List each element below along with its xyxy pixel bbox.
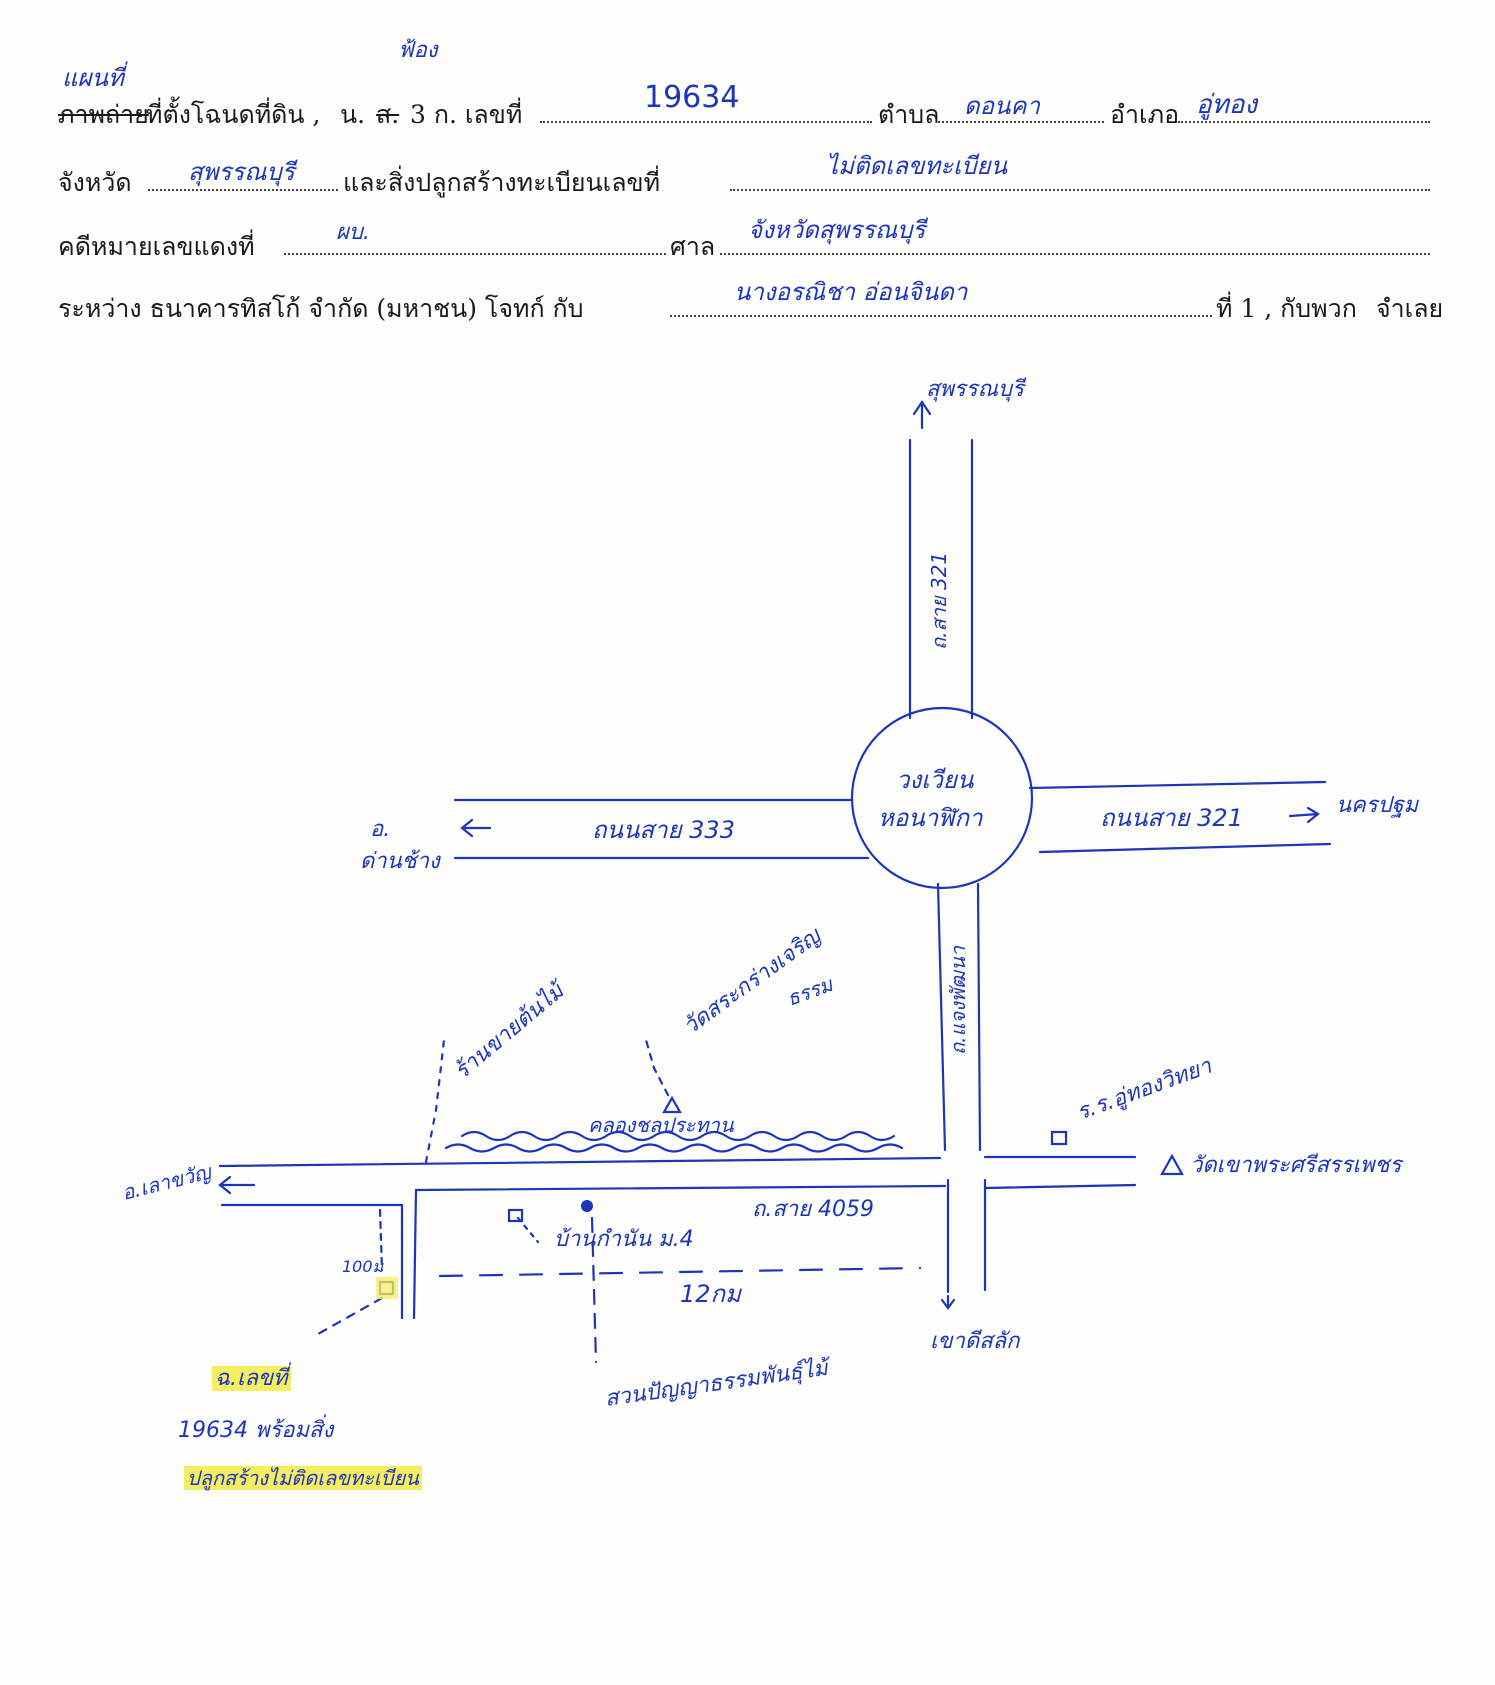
deed-annotation-text1: ฉ.เลขที่ <box>212 1366 291 1391</box>
hw-map-word: แผนที่ <box>62 64 124 92</box>
case-no-line <box>284 253 666 255</box>
canal-line-1 <box>460 1130 896 1142</box>
arrow-south-icon <box>940 1294 956 1310</box>
label-province: จังหวัด <box>58 168 132 197</box>
doc-type-b: 3 ก. เลขที่ <box>410 100 523 129</box>
doc-type-struck: ส. <box>376 100 400 129</box>
deed-annotation-text3: ปลูกสร้างไม่ติดเลขทะเบียน <box>184 1466 422 1490</box>
canal-line-2 <box>444 1143 904 1153</box>
nursery-label: สวนปัญญาธรรมพันธุ์ไม้ <box>603 1354 833 1412</box>
title-strikethrough: ภาพถ่าย <box>58 100 149 129</box>
west-low-destination-label: อ.เลาขวัญ <box>119 1159 215 1205</box>
temple-east-icon <box>1160 1153 1184 1176</box>
district-line <box>1178 121 1430 123</box>
hw-deed-number: 19634 <box>644 80 740 115</box>
hw-defendant: นางอรณิชา อ่อนจินดา <box>734 278 968 306</box>
roundabout-circle <box>850 706 1034 890</box>
roundabout-label-line1: วงเวียน <box>896 766 974 794</box>
label-building-reg: และสิ่งปลูกสร้างทะเบียนเลขที่ <box>343 168 661 197</box>
province-line <box>148 189 338 191</box>
location-pin-icon <box>581 1200 593 1212</box>
arrow-west-icon <box>460 818 492 838</box>
road-4059-south-edge <box>414 1184 947 1192</box>
hw-subdistrict: ดอนคา <box>964 92 1040 120</box>
label-case-no: คดีหมายเลขแดงที่ <box>58 232 255 261</box>
deed-leader-line <box>316 1296 384 1336</box>
headman-house-icon <box>507 1208 524 1223</box>
temple-north-icon <box>662 1095 682 1114</box>
court-line <box>720 253 1430 255</box>
temple-leader-line <box>644 1038 670 1097</box>
label-defendant: จำเลย <box>1376 294 1444 323</box>
title-text: ที่ตั้งโฉนดที่ดิน , <box>146 100 321 129</box>
south-road-label: ถ.แจงพัฒนา <box>946 945 970 1055</box>
west-destination-label-line2: ด่านช้าง <box>360 849 442 874</box>
arrow-west-low-icon <box>218 1175 256 1195</box>
hw-district: อู่ทอง <box>1196 90 1258 120</box>
north-destination-label: สุพรรณบุรี <box>926 377 1027 402</box>
side-lane-east <box>412 1188 418 1320</box>
hw-doc-correction: ฟ้อง <box>398 38 438 63</box>
school-label: ร.ร.อู่ทองวิทยา <box>1074 1054 1216 1126</box>
deed-number-line <box>540 121 872 123</box>
north-road-label: ถ.สาย 321 <box>927 552 951 650</box>
shop-leader-line <box>424 1038 446 1164</box>
east-road-north-edge <box>1028 780 1327 790</box>
east-road-label: ถนนสาย 321 <box>1100 804 1243 832</box>
deed-annotation-line2: 19634 พร้อมสิ่ง <box>178 1418 334 1443</box>
west-road-label: ถนนสาย 333 <box>592 816 735 844</box>
nursery-leader-line <box>590 1216 598 1364</box>
distance-100-line <box>378 1208 384 1272</box>
road-4059-label: ถ.สาย 4059 <box>752 1197 874 1222</box>
distance-100-label: 100ม <box>342 1257 385 1276</box>
arrow-east-icon <box>1288 806 1320 824</box>
headman-house-label: บ้านกำนัน ม.4 <box>554 1227 694 1252</box>
arrow-north-icon <box>912 400 932 430</box>
roundabout-label-line2: หอนาฬิกา <box>878 804 984 832</box>
deed-annotation-line1: ฉ.เลขที่ <box>212 1360 291 1395</box>
east-branch-south <box>983 1183 1137 1190</box>
west-destination-label-line1: อ. <box>370 817 390 842</box>
distance-12-line <box>438 1266 922 1278</box>
distance-12-label: 12กม <box>680 1280 742 1308</box>
hw-province: สุพรรณบุรี <box>188 158 295 186</box>
temple-east-label: วัดเขาพระศรีสรรเพชร <box>1190 1153 1404 1178</box>
label-between: ระหว่าง ธนาคารทิสโก้ จำกัด (มหาชน) โจทก์… <box>58 294 584 323</box>
south-road-west-edge <box>936 882 947 1152</box>
plant-shop-label: ร้านขายต้นไม้ <box>449 976 572 1085</box>
parcel-highlight <box>376 1277 398 1299</box>
temple-north-label-line2: ธรรม <box>784 971 838 1010</box>
south-road-east-edge <box>976 882 982 1152</box>
label-court: ศาล <box>670 232 716 261</box>
doc-type-a: น. <box>340 100 366 129</box>
label-defendant-no: ที่ 1 , กับพวก <box>1216 294 1357 323</box>
hw-court: จังหวัดสุพรรณบุรี <box>748 216 926 244</box>
east-road-south-edge <box>1038 842 1332 854</box>
south-destination-label: เขาดีสลัก <box>930 1329 1021 1354</box>
deed-annotation-line3: ปลูกสร้างไม่ติดเลขทะเบียน <box>184 1462 422 1494</box>
building-reg-line <box>730 189 1430 191</box>
subdistrict-line <box>938 121 1104 123</box>
school-icon <box>1050 1130 1068 1146</box>
road-4059-north-edge <box>218 1156 942 1168</box>
hw-building-reg: ไม่ติดเลขทะเบียน <box>826 152 1007 180</box>
canal-label: คลองชลประทาน <box>588 1113 735 1137</box>
label-subdistrict: ตำบล <box>878 100 940 129</box>
east-destination-label: นครปฐม <box>1336 793 1420 818</box>
defendant-line <box>670 315 1212 317</box>
label-district: อำเภอ <box>1110 100 1180 129</box>
hw-case-no: ผบ. <box>336 220 370 245</box>
